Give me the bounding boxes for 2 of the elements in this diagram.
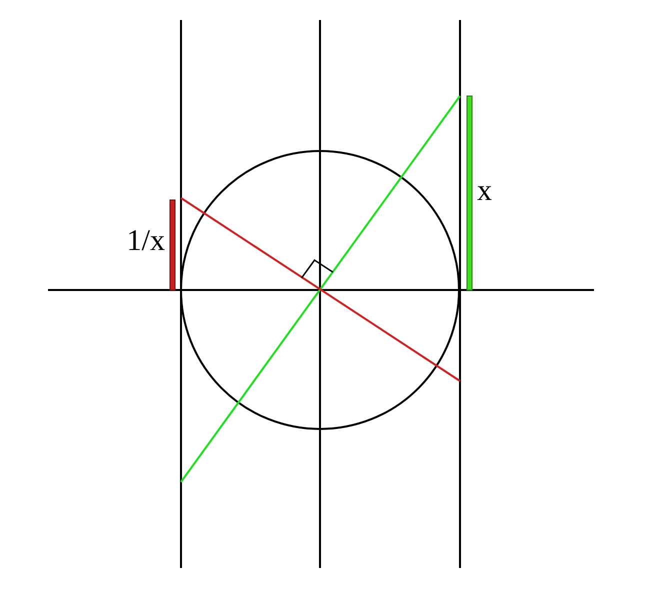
math-label: 1/x (126, 226, 165, 256)
math-label: x (477, 176, 492, 206)
